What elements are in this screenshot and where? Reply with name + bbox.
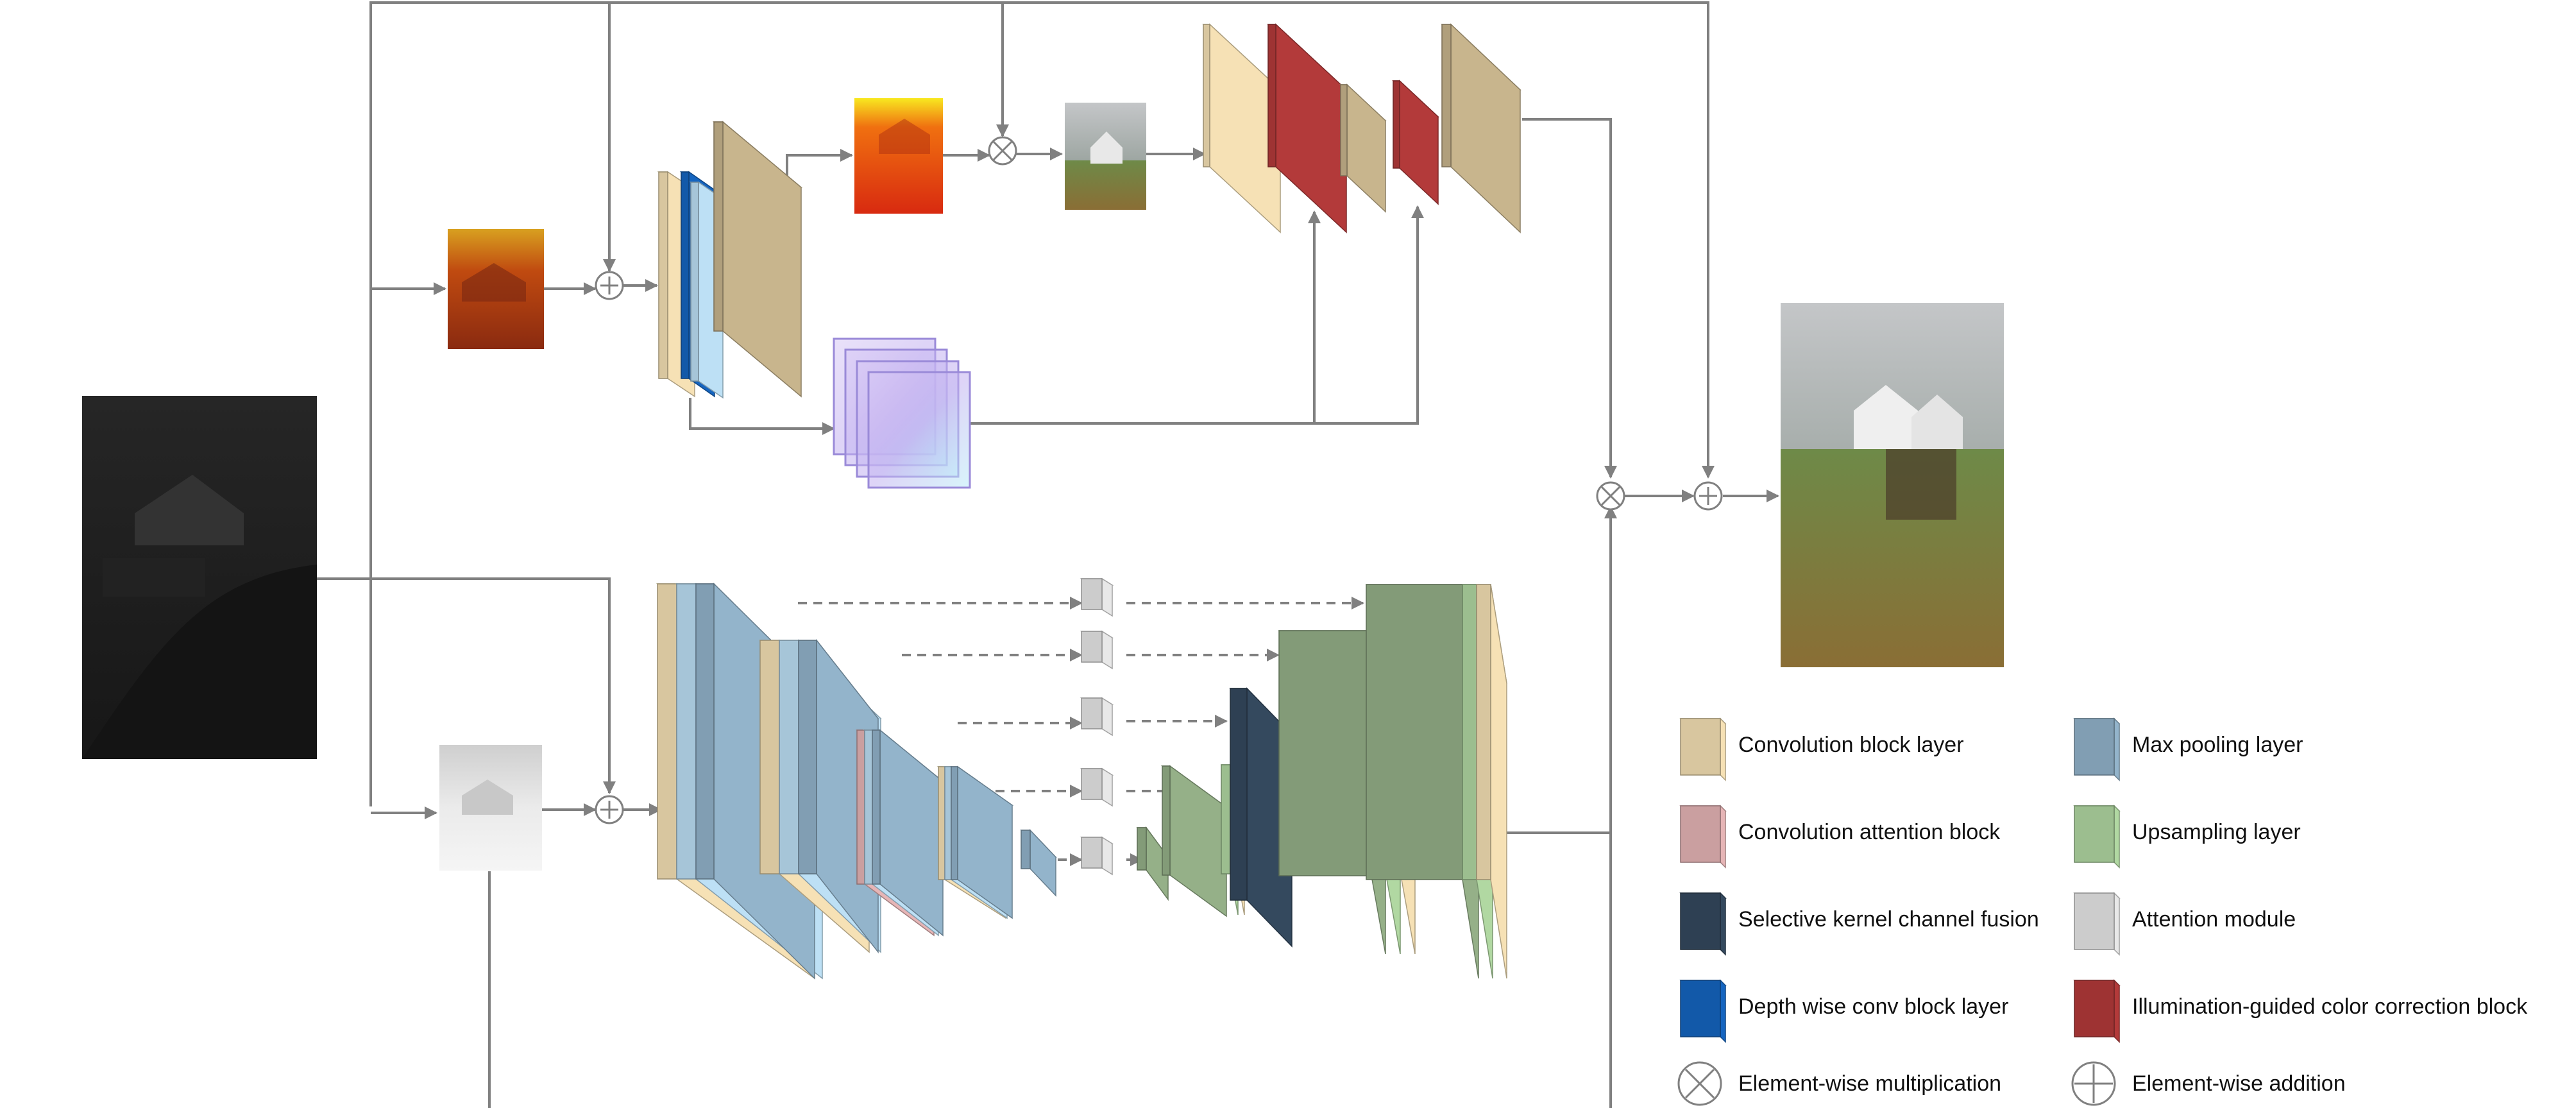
grayscale-guidance-image bbox=[439, 745, 542, 871]
attention-module bbox=[1080, 577, 1114, 617]
legend-swatch-attn-conv bbox=[1679, 805, 1727, 869]
igcc-block bbox=[1267, 23, 1348, 234]
max-pooling-layer bbox=[1020, 829, 1057, 897]
legend-swatch-dwconv bbox=[1679, 979, 1727, 1043]
legend-swatch-upsample bbox=[2073, 805, 2121, 869]
illumination-feature-stack bbox=[833, 337, 971, 489]
legend-label-skfusion: Selective kernel channel fusion bbox=[1738, 907, 2039, 932]
conv-block-layer bbox=[1476, 584, 1507, 979]
element-wise-addition-icon bbox=[1693, 481, 1723, 511]
legend-swatch-maxpool bbox=[2073, 717, 2121, 781]
attention-module bbox=[1080, 836, 1114, 876]
tan-conv-block-layer bbox=[1441, 23, 1521, 234]
attention-module bbox=[1080, 767, 1114, 807]
legend-addition-icon bbox=[2071, 1061, 2116, 1106]
max-pooling-layer bbox=[949, 765, 1014, 919]
element-wise-addition-icon bbox=[595, 795, 624, 824]
legend-label-mul: Element-wise multiplication bbox=[1738, 1071, 2001, 1096]
legend-swatches bbox=[1679, 717, 2121, 1043]
element-wise-multiplication-icon bbox=[988, 136, 1017, 166]
illumination-heatmap-image bbox=[854, 98, 943, 214]
input-low-light-image bbox=[82, 396, 317, 759]
legend-multiplication-icon bbox=[1677, 1061, 1722, 1106]
attention-module bbox=[1080, 630, 1114, 670]
igcc-block bbox=[1392, 80, 1439, 205]
connection-lines bbox=[317, 1, 1779, 1108]
illumination-prior-image bbox=[448, 229, 544, 349]
legend-label-conv: Convolution block layer bbox=[1738, 733, 1964, 757]
legend-label-upsample: Upsampling layer bbox=[2132, 820, 2301, 844]
element-wise-multiplication-icon bbox=[1596, 481, 1625, 511]
output-enhanced-image bbox=[1781, 303, 2004, 667]
legend-swatch-igcc bbox=[2073, 979, 2121, 1043]
legend: Convolution block layer Convolution atte… bbox=[1677, 717, 2528, 1106]
legend-label-maxpool: Max pooling layer bbox=[2132, 733, 2303, 757]
element-wise-addition-icon bbox=[595, 271, 624, 300]
conv-block-layer bbox=[1202, 23, 1282, 234]
upsampling-layer bbox=[1160, 765, 1228, 917]
attention-module bbox=[1080, 697, 1114, 737]
legend-label-attention: Attention module bbox=[2132, 907, 2296, 932]
legend-label-add: Element-wise addition bbox=[2132, 1071, 2346, 1096]
legend-label-dwconv: Depth wise conv block layer bbox=[1738, 994, 2008, 1019]
upsampling-layer bbox=[1136, 826, 1169, 901]
tan-conv-block-layer bbox=[712, 121, 803, 398]
max-pooling-layer bbox=[870, 729, 945, 937]
legend-label-attn-conv: Convolution attention block bbox=[1738, 820, 2001, 844]
tan-conv-block-layer bbox=[1339, 83, 1387, 213]
legend-label-igcc: Illumination-guided color correction blo… bbox=[2132, 994, 2528, 1019]
legend-swatch-attention bbox=[2073, 892, 2121, 956]
network-layers bbox=[656, 23, 1521, 980]
legend-swatch-skfusion bbox=[1679, 892, 1727, 956]
color-corrected-image bbox=[1065, 103, 1146, 210]
legend-swatch-conv bbox=[1679, 717, 1727, 781]
